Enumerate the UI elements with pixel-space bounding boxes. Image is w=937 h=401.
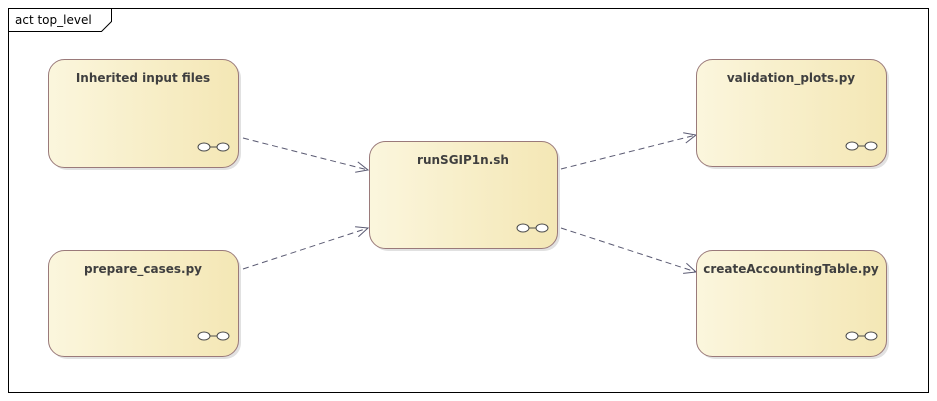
edge-run-sgip1n-to-validation-plots — [560, 132, 698, 170]
node-box[interactable] — [696, 250, 887, 357]
frame-border — [8, 8, 929, 393]
node-label: runSGIP1n.sh — [417, 153, 509, 167]
frame-tab — [8, 8, 112, 32]
edge-run-sgip1n-to-create-accounting-table — [560, 227, 698, 274]
edge-line — [242, 227, 369, 270]
edge-line — [242, 137, 369, 171]
node-box[interactable] — [369, 141, 558, 249]
nodes-layer: Inherited input files prepare_cases.py run… — [48, 59, 890, 360]
edge-inherited-input-files-to-run-sgip1n — [242, 137, 370, 173]
call-behavior-rake-icon — [516, 223, 549, 233]
node-box[interactable] — [696, 59, 887, 167]
node-label: validation_plots.py — [727, 71, 855, 86]
edge-line — [560, 227, 697, 273]
node-box[interactable] — [48, 59, 239, 168]
node-label: Inherited input files — [76, 71, 210, 85]
arrowhead-icon — [355, 161, 370, 173]
call-behavior-rake-icon — [845, 331, 878, 341]
edges-layer — [242, 132, 698, 274]
node-label: createAccountingTable.py — [703, 262, 879, 276]
edge-line — [560, 134, 697, 170]
diagram-frame: act top_level — [8, 8, 929, 393]
action-node-run-sgip1n[interactable]: runSGIP1n.sh — [369, 141, 561, 252]
call-behavior-rake-icon — [197, 142, 230, 152]
edge-prepare-cases-to-run-sgip1n — [242, 226, 370, 270]
action-node-prepare-cases[interactable]: prepare_cases.py — [48, 250, 242, 360]
call-behavior-rake-icon — [845, 141, 878, 151]
action-node-inherited-input-files[interactable]: Inherited input files — [48, 59, 242, 171]
node-label: prepare_cases.py — [84, 262, 202, 277]
arrowhead-icon — [355, 226, 370, 238]
node-box[interactable] — [48, 250, 239, 357]
action-node-validation-plots[interactable]: validation_plots.py — [696, 59, 890, 170]
action-node-create-accounting-table[interactable]: createAccountingTable.py — [696, 250, 890, 360]
frame-label: act top_level — [15, 13, 92, 27]
arrowhead-icon — [683, 132, 698, 144]
call-behavior-rake-icon — [197, 331, 230, 341]
